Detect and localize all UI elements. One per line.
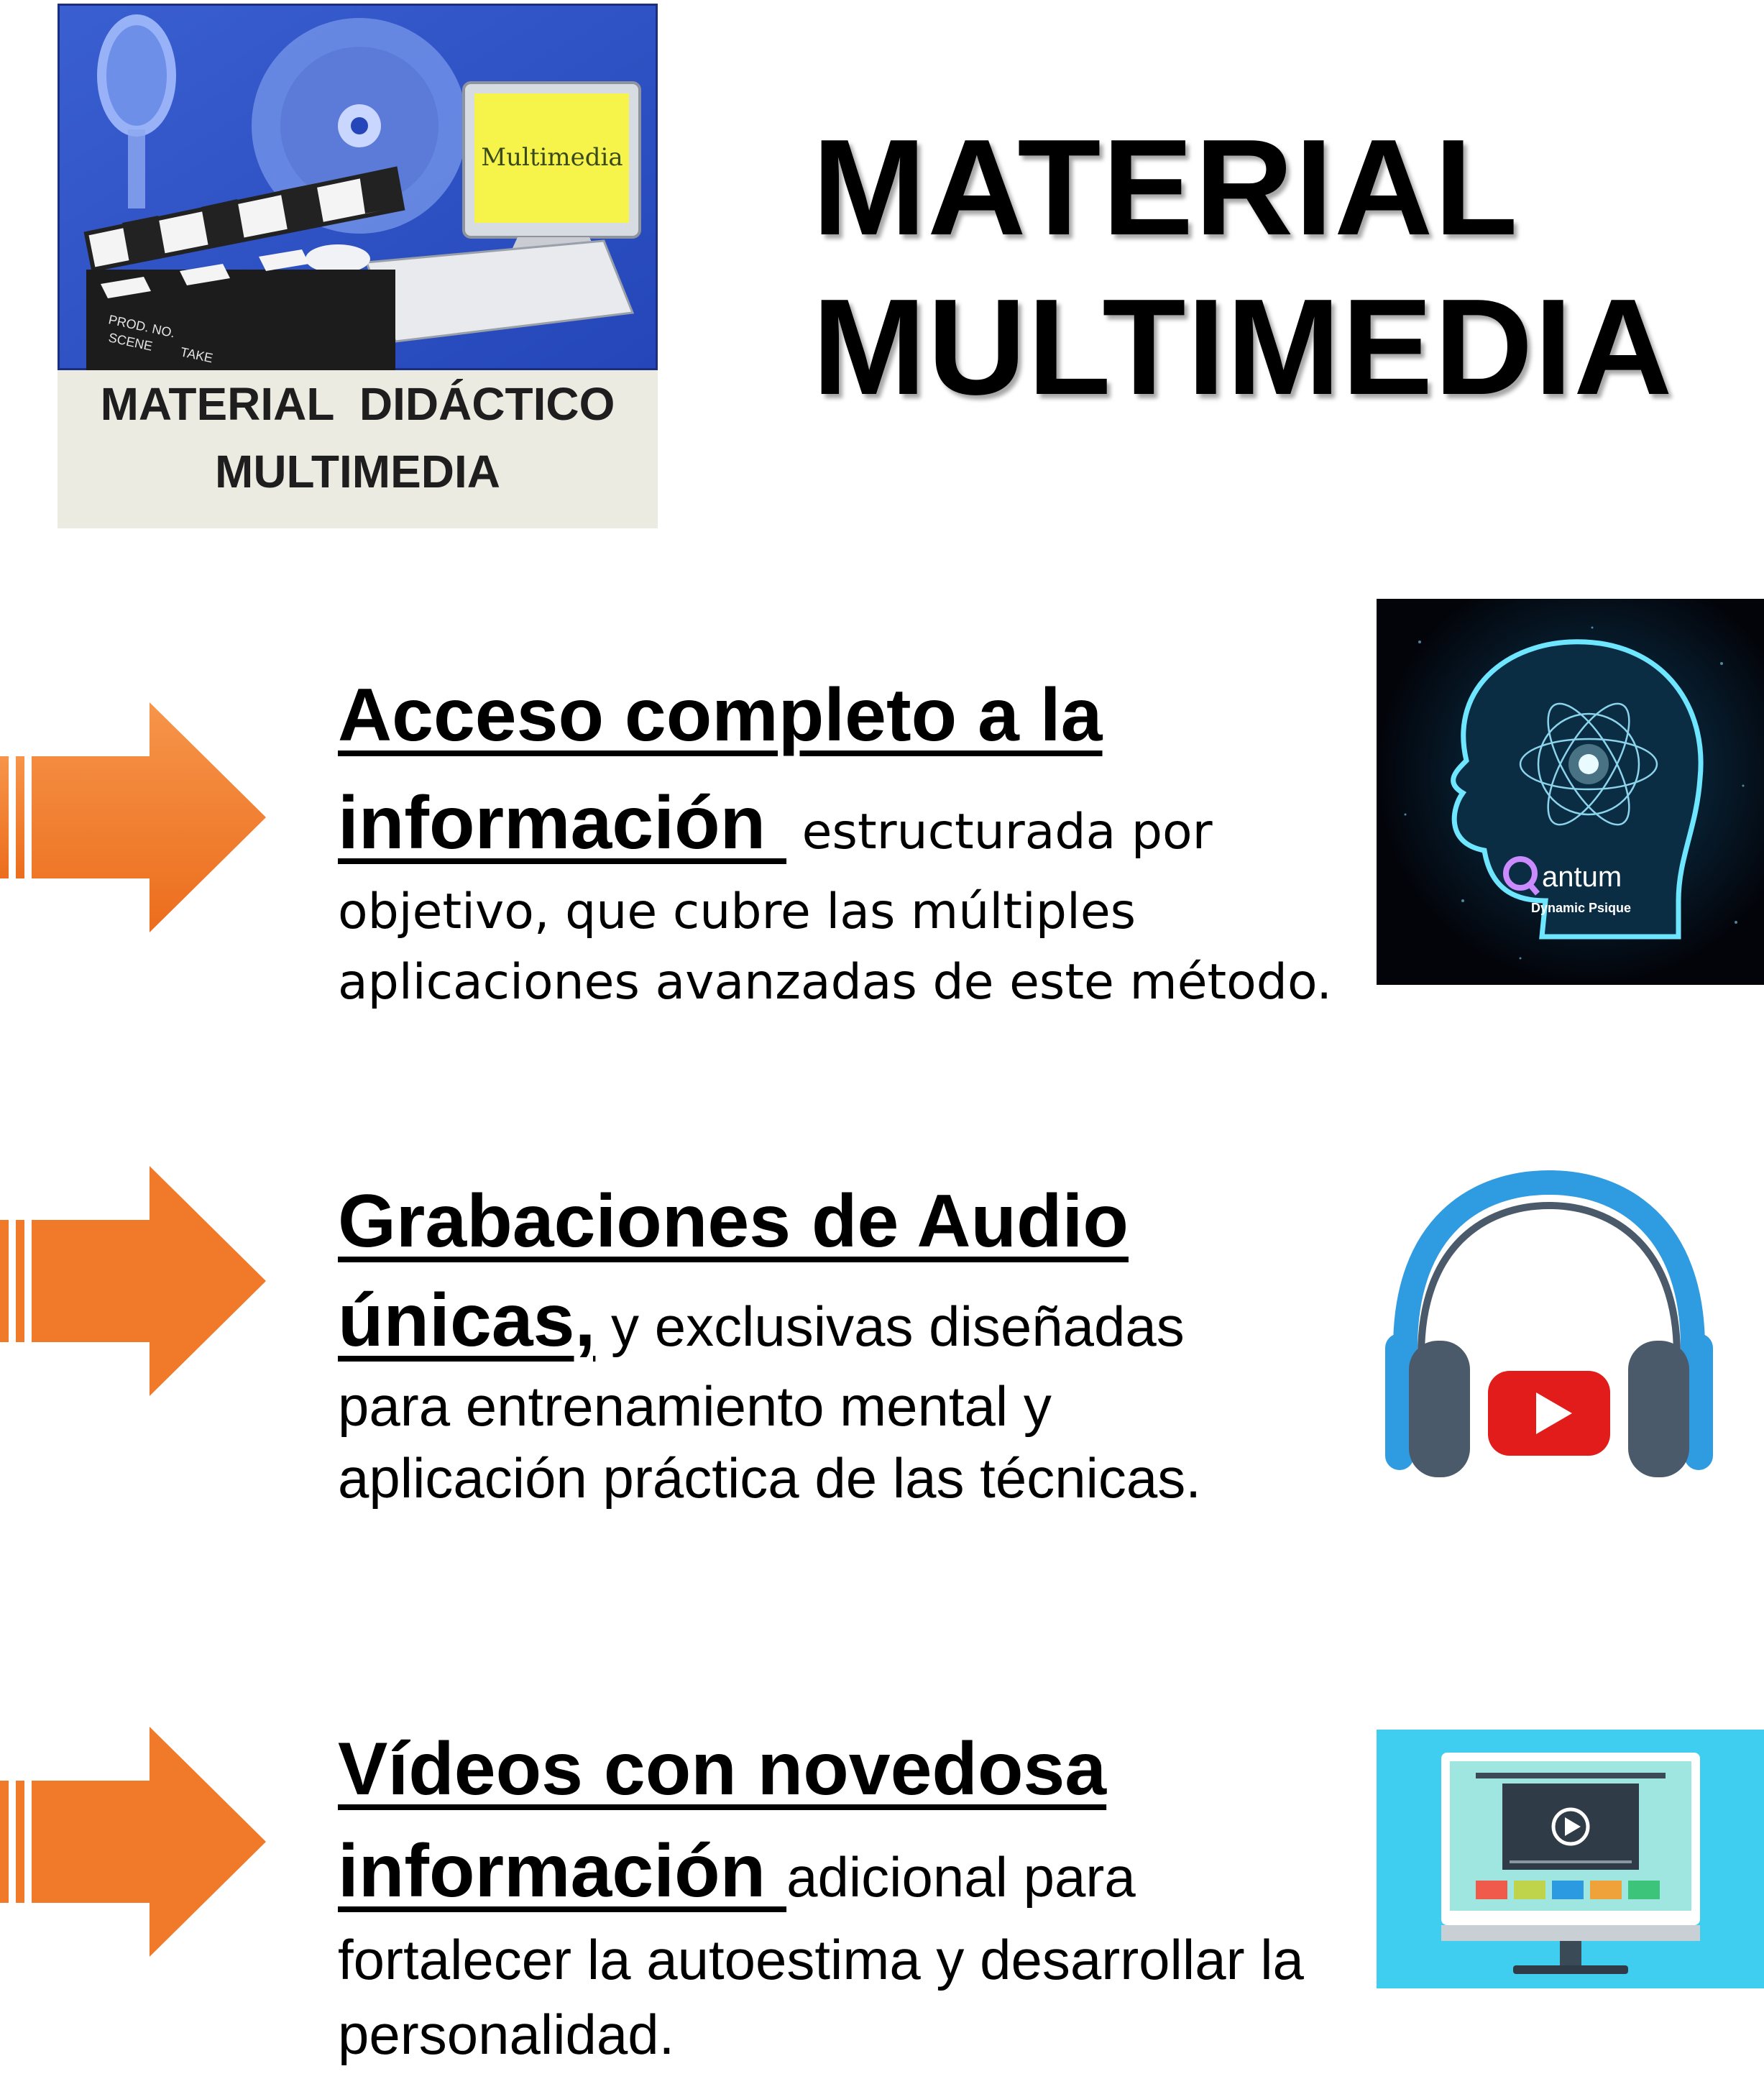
headphones-image	[1377, 1161, 1722, 1495]
keyboard-icon	[306, 239, 635, 343]
feature-heading-line1: Acceso completo a la	[338, 674, 1103, 757]
page-title-line1: MATERIAL	[812, 111, 1520, 264]
arrow-right-icon	[0, 1166, 266, 1396]
youtube-play-icon	[1488, 1371, 1610, 1456]
feature-text-line: objetivo, que cubre las múltiples	[338, 883, 1136, 940]
feature-text-line: para entrenamiento mental y	[338, 1374, 1052, 1438]
quantum-tagline: Dynamic Psique	[1531, 901, 1631, 915]
clapperboard-icon: PROD. NO. SCENE TAKE	[83, 166, 405, 370]
feature-text-line: aplicación práctica de las técnicas.	[338, 1446, 1201, 1510]
feature-text-inline: estructurada por	[786, 804, 1213, 860]
logo-caption: MATERIAL DIDÁCTICO MULTIMEDIA	[58, 370, 658, 505]
multimedia-logo: Multimedia PROD. NO. SCENE TAKE MATERIAL…	[58, 4, 658, 528]
arrow-right-icon	[0, 1727, 266, 1957]
feature-item-information: Acceso completo a la información estruct…	[338, 661, 1373, 1018]
logo-caption-line1: MATERIAL DIDÁCTICO	[100, 378, 615, 430]
feature-text-inline: adicional para	[786, 1845, 1136, 1909]
multimedia-collage-image: Multimedia PROD. NO. SCENE TAKE	[58, 4, 658, 370]
feature-heading-line1: Grabaciones de Audio	[338, 1180, 1129, 1263]
feature-heading-line1: Vídeos con novedosa	[338, 1727, 1107, 1811]
monitor-video-icon	[1441, 1753, 1700, 1974]
feature-heading-line2: información	[338, 1830, 787, 1913]
feature-text-line: fortalecer la autoestima y desarrollar l…	[338, 1928, 1304, 1991]
feature-text-inline: y exclusivas diseñadas	[595, 1295, 1185, 1358]
screen-label: Multimedia	[481, 143, 623, 172]
page-title: MATERIAL MULTIMEDIA	[812, 108, 1711, 427]
feature-text-line: aplicaciones avanzadas de este método.	[338, 954, 1332, 1011]
feature-heading-line2: información	[338, 781, 787, 865]
feature-text-line: personalidad.	[338, 2003, 675, 2066]
arrow-right-icon	[0, 702, 266, 932]
video-monitor-image	[1377, 1730, 1764, 1988]
brain-head-icon: antum Dynamic Psique	[1377, 599, 1764, 985]
logo-caption-line2: MULTIMEDIA	[215, 446, 500, 497]
cd-disc-icon	[252, 18, 467, 234]
microphone-icon	[97, 14, 176, 208]
feature-item-videos: Vídeos con novedosa información adiciona…	[338, 1718, 1373, 2072]
quantum-brand: antum	[1542, 861, 1622, 893]
page-title-line2: MULTIMEDIA	[812, 271, 1674, 423]
headphones-icon	[1385, 1170, 1713, 1477]
feature-heading-line2: únicas,	[338, 1279, 596, 1362]
feature-item-audio: Grabaciones de Audio únicas, y exclusiva…	[338, 1172, 1373, 1514]
quantum-brain-image: antum Dynamic Psique	[1377, 599, 1764, 985]
